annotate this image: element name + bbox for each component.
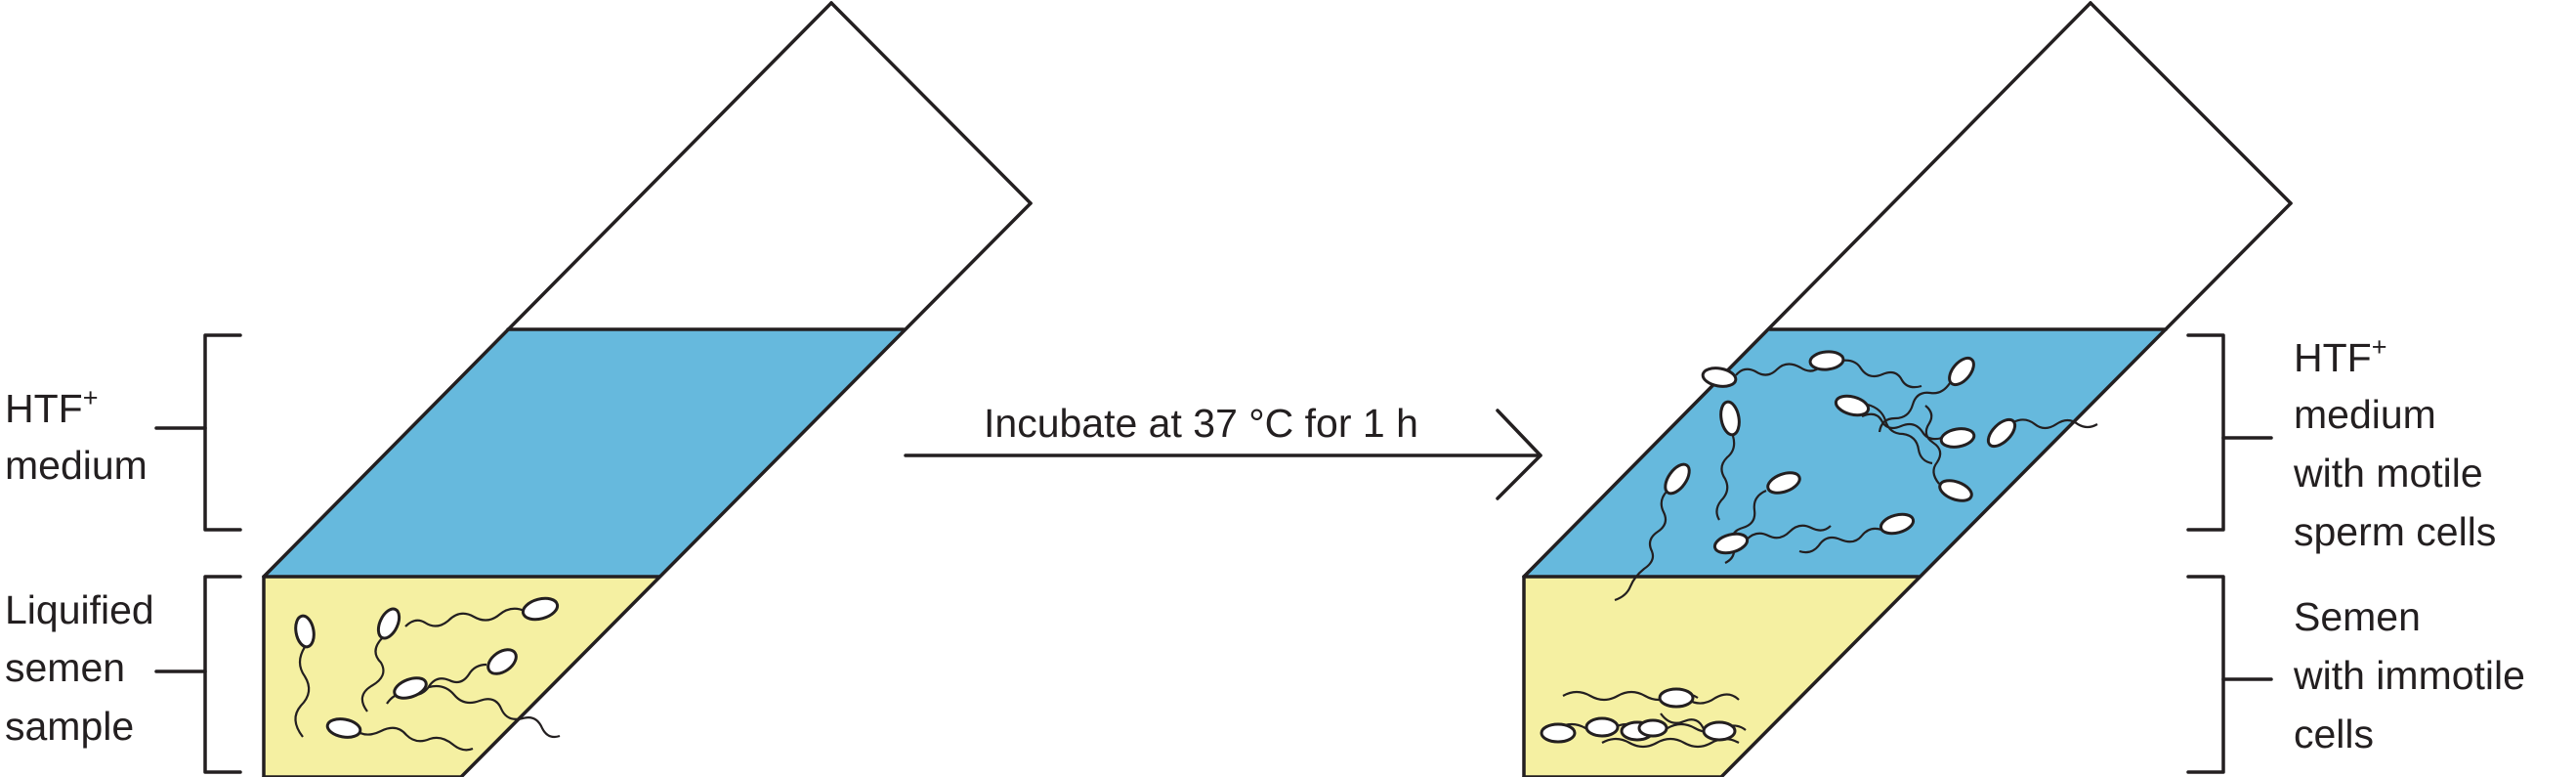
sperm-cell xyxy=(1704,722,1735,740)
left-semen-label: Liquified semen sample xyxy=(5,587,165,749)
htf-text: HTF xyxy=(5,386,83,431)
htf-superscript: + xyxy=(83,383,99,412)
right-medium-bracket xyxy=(2188,335,2271,530)
right-tube xyxy=(1524,3,2291,777)
sperm-cells-text: sperm cells xyxy=(2294,509,2496,554)
right-semen-bracket xyxy=(2188,577,2271,772)
left-semen-layer xyxy=(264,577,659,777)
sperm-cell xyxy=(1660,689,1693,707)
sample-text: sample xyxy=(5,704,134,749)
incubation-label: Incubate at 37 °C for 1 h xyxy=(984,401,1418,446)
semen-text: semen xyxy=(5,645,125,690)
left-tube xyxy=(264,3,1031,777)
right-semen-layer xyxy=(1524,577,1919,777)
right-medium-layer xyxy=(1524,329,2166,577)
cells-text: cells xyxy=(2294,712,2374,756)
sperm-cell xyxy=(1586,718,1618,736)
left-medium-label: HTF+ medium xyxy=(5,370,148,488)
liquified-text: Liquified xyxy=(5,587,154,632)
incubation-arrow: Incubate at 37 °C for 1 h xyxy=(906,401,1541,498)
sperm-cell xyxy=(1541,724,1575,742)
left-medium-bracket xyxy=(156,335,240,530)
with-immotile-text: with immotile xyxy=(2293,653,2525,698)
right-medium-label: HTF+ medium with motile sperm cells xyxy=(2293,320,2496,554)
htf-text: HTF xyxy=(2294,335,2372,380)
medium-text: medium xyxy=(5,443,148,488)
right-semen-label: Semen with immotile cells xyxy=(2293,594,2536,756)
semen-text: Semen xyxy=(2294,594,2421,639)
left-medium-layer xyxy=(264,329,904,577)
htf-superscript: + xyxy=(2372,332,2387,362)
medium-text: medium xyxy=(2294,392,2436,437)
left-semen-bracket xyxy=(156,577,240,772)
sperm-cell xyxy=(1639,720,1667,736)
with-motile-text: with motile xyxy=(2293,451,2483,496)
